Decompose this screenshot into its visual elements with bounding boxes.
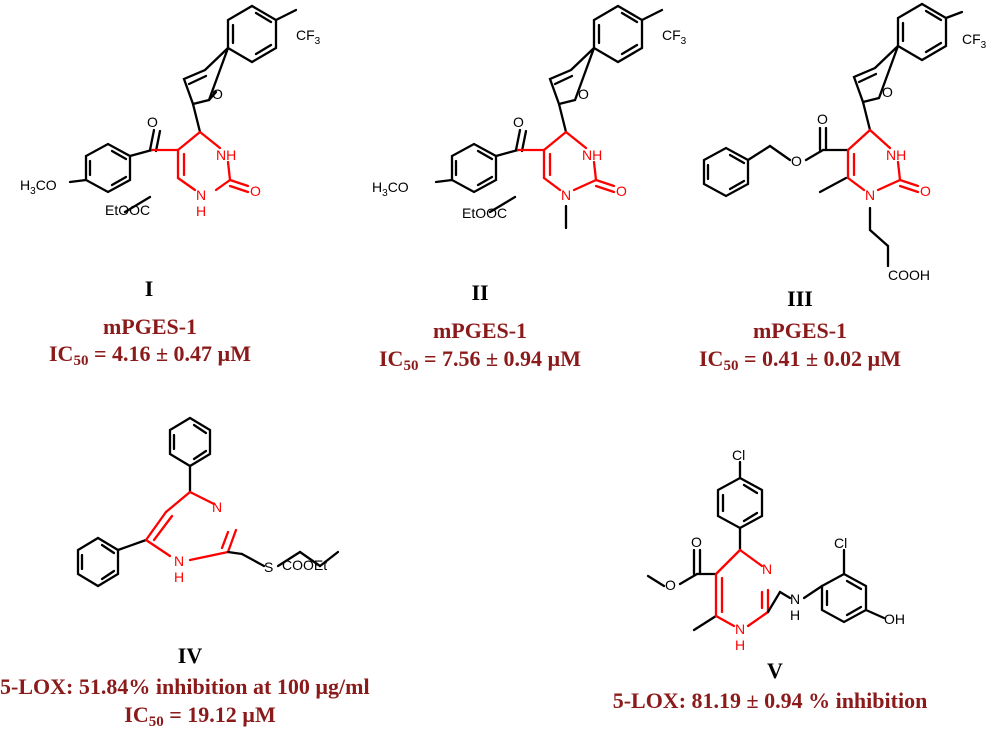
compound-IV-n1-h-label: H [174, 569, 184, 585]
compound-V-nh-n-label: N [790, 591, 800, 607]
compound-V-oh-label: OH [884, 611, 905, 627]
compound-V-ester-o1-label: O [691, 534, 702, 550]
compound-III-urea-o-label: O [920, 183, 931, 199]
compound-IV-5lox-inhibition: 5-LOX: 51.84% inhibition at 100 µg/ml [0, 674, 370, 699]
compound-III-target: mPGES-1 [752, 318, 848, 343]
compound-II-structure [434, 4, 664, 214]
compound-III-ic50: IC50 = 0.41 ± 0.02 µM [698, 346, 901, 374]
compound-III-n1-label: N [865, 187, 875, 203]
compound-I-structure [68, 4, 298, 214]
compound-IV-structure [76, 416, 340, 588]
compound-V-cl1-label: Cl [732, 447, 745, 463]
compound-I-target: mPGES-1 [102, 314, 198, 339]
compound-V-5lox-inhibition: 5-LOX: 81.19 ± 0.94 % inhibition [612, 688, 928, 713]
compound-I-nh-label: NH [216, 147, 236, 163]
compound-V-n1-h-label: H [735, 637, 745, 653]
compound-III-ester-o2-label: O [791, 153, 802, 169]
compound-IV-s-label: S [264, 559, 273, 575]
compound-II-ketone-o-label: O [513, 114, 524, 130]
compound-II-n1-label: N [561, 187, 571, 203]
compound-III-cooh-label: COOH [888, 267, 930, 283]
compound-II-nh-label: NH [582, 147, 602, 163]
compound-V-n3-label: N [762, 561, 772, 577]
compound-I-etooc-label: EtOOC [105, 202, 150, 218]
compound-III-furan-o-label: O [882, 84, 893, 100]
compound-III-cf3-label: CF3 [962, 31, 987, 51]
compound-I-n1-label: N [196, 187, 206, 203]
compound-V-nh-h-label: H [790, 607, 800, 623]
compound-II-target: mPGES-1 [432, 318, 528, 343]
compound-IV-dhpm-ring [144, 490, 244, 562]
compound-II-number: II [471, 280, 489, 305]
compound-IV-number: IV [177, 643, 203, 668]
compound-III-structure [702, 2, 964, 268]
compound-III-nh-label: NH [886, 147, 906, 163]
compound-V-ester-o2-label: O [665, 577, 676, 593]
compound-IV-n3-label: N [212, 499, 222, 515]
compound-IV-n1-label: N [174, 553, 184, 569]
compound-I-ketone-o-label: O [147, 114, 158, 130]
compound-II-cf3-label: CF3 [662, 27, 687, 47]
compound-II-etooc-label: EtOOC [462, 205, 507, 221]
compound-V-n1-label: N [735, 621, 745, 637]
compound-III-dhpm-ring [846, 128, 920, 194]
compound-I-cf3-label: CF3 [296, 27, 321, 47]
compound-III-number: III [787, 286, 813, 311]
compound-I-dhpm-ring [150, 130, 250, 194]
compound-IV-ic50: IC50 = 19.12 µM [124, 702, 276, 730]
compound-II-dhpm-ring [516, 130, 616, 194]
compound-I-h3co-label: H3CO [20, 177, 57, 197]
compound-IV-cooet-label: COOEt [282, 557, 327, 573]
compound-I-n1-h-label: H [196, 203, 206, 219]
compound-V-structure [646, 460, 886, 632]
compound-I-furan-o-label: O [212, 86, 223, 102]
compound-II-ic50: IC50 = 7.56 ± 0.94 µM [378, 346, 581, 374]
compound-II-urea-o-label: O [616, 183, 627, 199]
compound-I-number: I [144, 276, 154, 301]
compound-I-urea-o-label: O [250, 183, 261, 199]
compound-I-ic50: IC50 = 4.16 ± 0.47 µM [48, 341, 251, 369]
compound-V-dhpm-ring [714, 548, 782, 628]
compound-V-number: V [767, 658, 783, 683]
compound-II-h3co-label: H3CO [372, 179, 409, 199]
compound-III-ester-o1-label: O [817, 111, 828, 127]
compound-V-cl2-label: Cl [834, 535, 847, 551]
compound-II-furan-o-label: O [578, 86, 589, 102]
